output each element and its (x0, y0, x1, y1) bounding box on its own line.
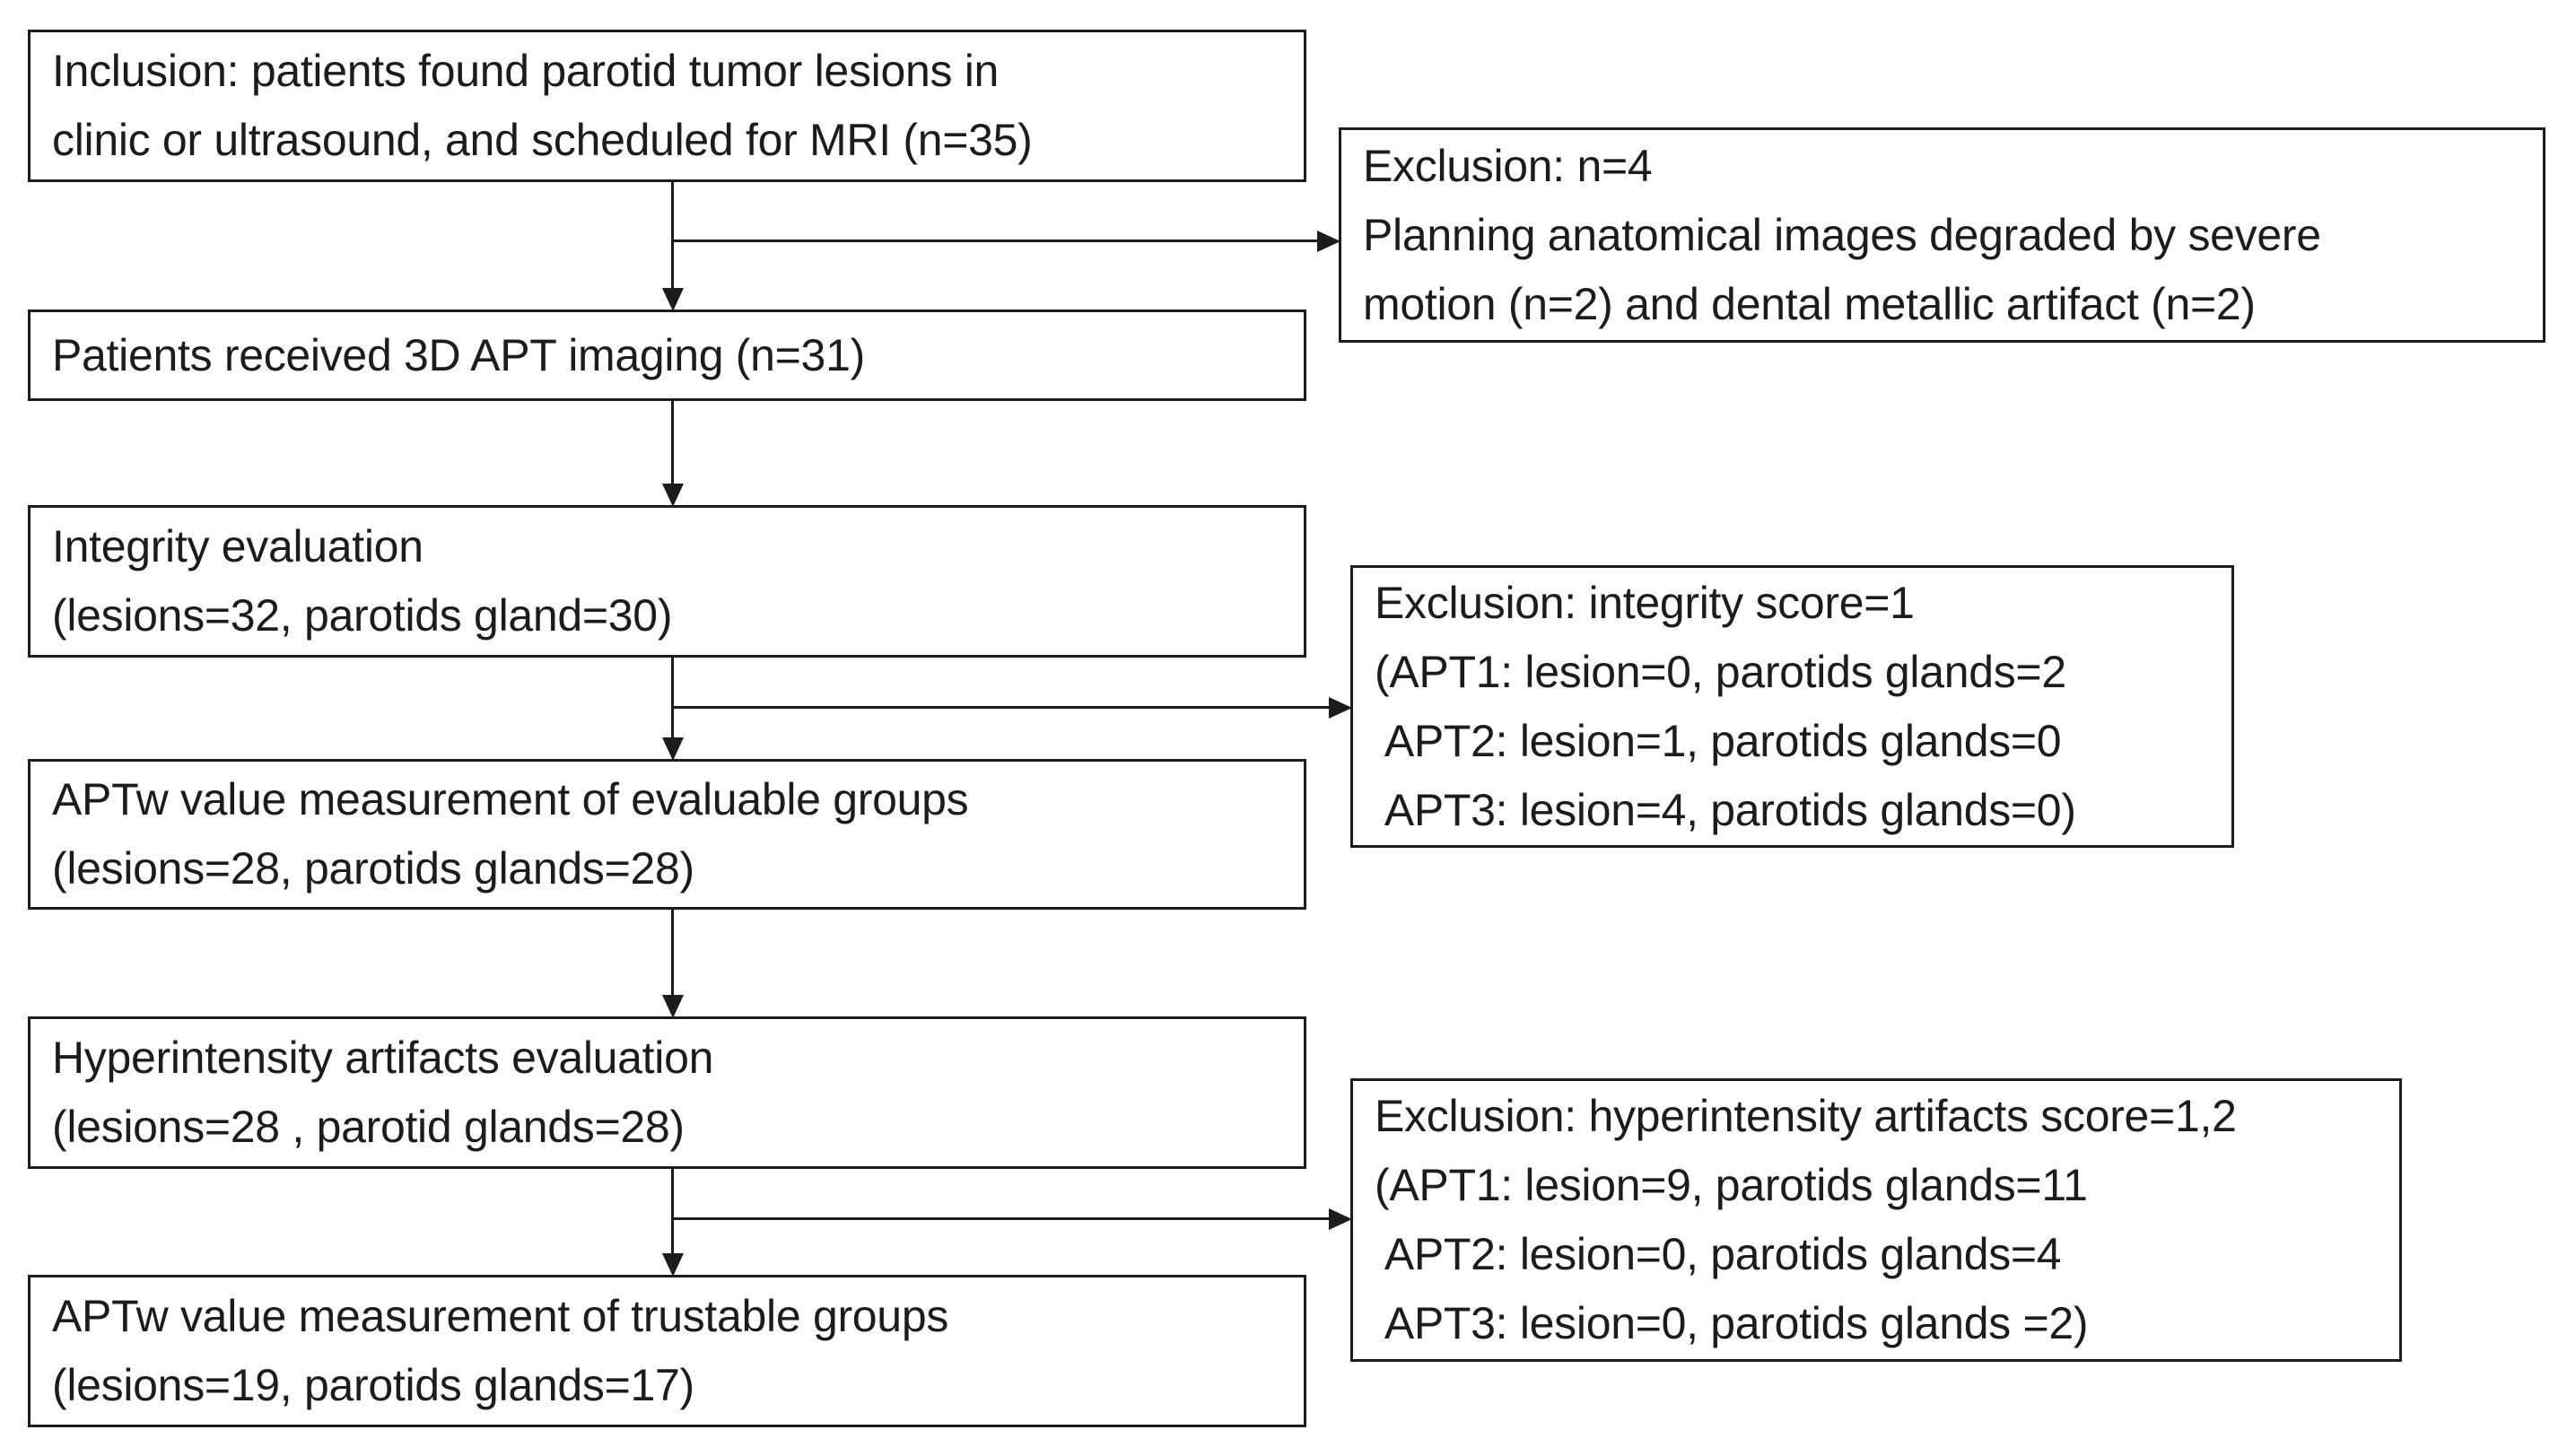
arrowhead-down-icon (662, 1253, 684, 1277)
flow-box-text-line: Hyperintensity artifacts evaluation (52, 1033, 714, 1083)
connector-evaluable-to-hyperintensity (671, 910, 674, 997)
flow-box-aptw-trustable: APTw value measurement of trustable grou… (28, 1275, 1306, 1427)
exclusion-text-line: APT2: lesion=1, parotids glands=0 (1375, 715, 2062, 766)
exclusion-text-line: Exclusion: n=4 (1363, 140, 1653, 191)
flow-box-text-line: Integrity evaluation (52, 521, 423, 571)
flow-box-text-line: APTw value measurement of evaluable grou… (52, 774, 969, 824)
exclusion-text-line: APT3: lesion=4, parotids glands=0) (1375, 784, 2076, 835)
connector-branch-to-exclusion-initial (673, 240, 1317, 242)
connector-integrity-to-evaluable (671, 658, 674, 738)
exclusion-box-integrity: Exclusion: integrity score=1 (APT1: lesi… (1350, 565, 2234, 848)
exclusion-box-initial: Exclusion: n=4 Planning anatomical image… (1339, 127, 2545, 343)
exclusion-text-line: motion (n=2) and dental metallic artifac… (1363, 278, 2256, 329)
connector-imaging-to-integrity (671, 401, 674, 485)
exclusion-text-line: Exclusion: hyperintensity artifacts scor… (1375, 1091, 2237, 1141)
exclusion-text-line: Exclusion: integrity score=1 (1375, 577, 1915, 628)
arrowhead-right-icon (1329, 1208, 1352, 1230)
arrowhead-right-icon (1317, 231, 1340, 252)
flow-box-text-line: (lesions=19, parotids glands=17) (52, 1360, 694, 1410)
connector-branch-to-exclusion-hyperintensity (673, 1217, 1329, 1220)
arrowhead-down-icon (662, 737, 684, 761)
flow-box-hyperintensity-evaluation: Hyperintensity artifacts evaluation (les… (28, 1016, 1306, 1169)
flow-box-aptw-evaluable: APTw value measurement of evaluable grou… (28, 759, 1306, 910)
arrowhead-down-icon (662, 288, 684, 311)
exclusion-text-line: (APT1: lesion=0, parotids glands=2 (1375, 646, 2066, 697)
exclusion-text-line: APT3: lesion=0, parotids glands =2) (1375, 1298, 2089, 1348)
arrowhead-down-icon (662, 995, 684, 1018)
flow-box-text-line: APTw value measurement of trustable grou… (52, 1291, 949, 1341)
exclusion-text-line: APT2: lesion=0, parotids glands=4 (1375, 1229, 2062, 1279)
connector-hyperintensity-to-trustable (671, 1169, 674, 1255)
exclusion-box-hyperintensity: Exclusion: hyperintensity artifacts scor… (1350, 1078, 2402, 1362)
flow-box-text-line: (lesions=28 , parotid glands=28) (52, 1102, 685, 1152)
flow-box-text-line: clinic or ultrasound, and scheduled for … (52, 115, 1033, 165)
flow-box-text-line: Inclusion: patients found parotid tumor … (52, 46, 1000, 96)
connector-branch-to-exclusion-integrity (673, 706, 1329, 709)
flow-box-text-line: Patients received 3D APT imaging (n=31) (52, 329, 865, 380)
arrowhead-down-icon (662, 484, 684, 507)
flow-box-text-line: (lesions=32, parotids gland=30) (52, 590, 673, 641)
connector-inclusion-to-imaging (671, 182, 674, 290)
arrowhead-right-icon (1329, 697, 1352, 719)
flow-box-integrity-evaluation: Integrity evaluation (lesions=32, paroti… (28, 505, 1306, 658)
flow-box-text-line: (lesions=28, parotids glands=28) (52, 843, 694, 894)
flow-box-inclusion: Inclusion: patients found parotid tumor … (28, 30, 1306, 182)
exclusion-text-line: Planning anatomical images degraded by s… (1363, 209, 2321, 260)
exclusion-text-line: (APT1: lesion=9, parotids glands=11 (1375, 1160, 2088, 1210)
flow-box-apt-imaging: Patients received 3D APT imaging (n=31) (28, 310, 1306, 401)
